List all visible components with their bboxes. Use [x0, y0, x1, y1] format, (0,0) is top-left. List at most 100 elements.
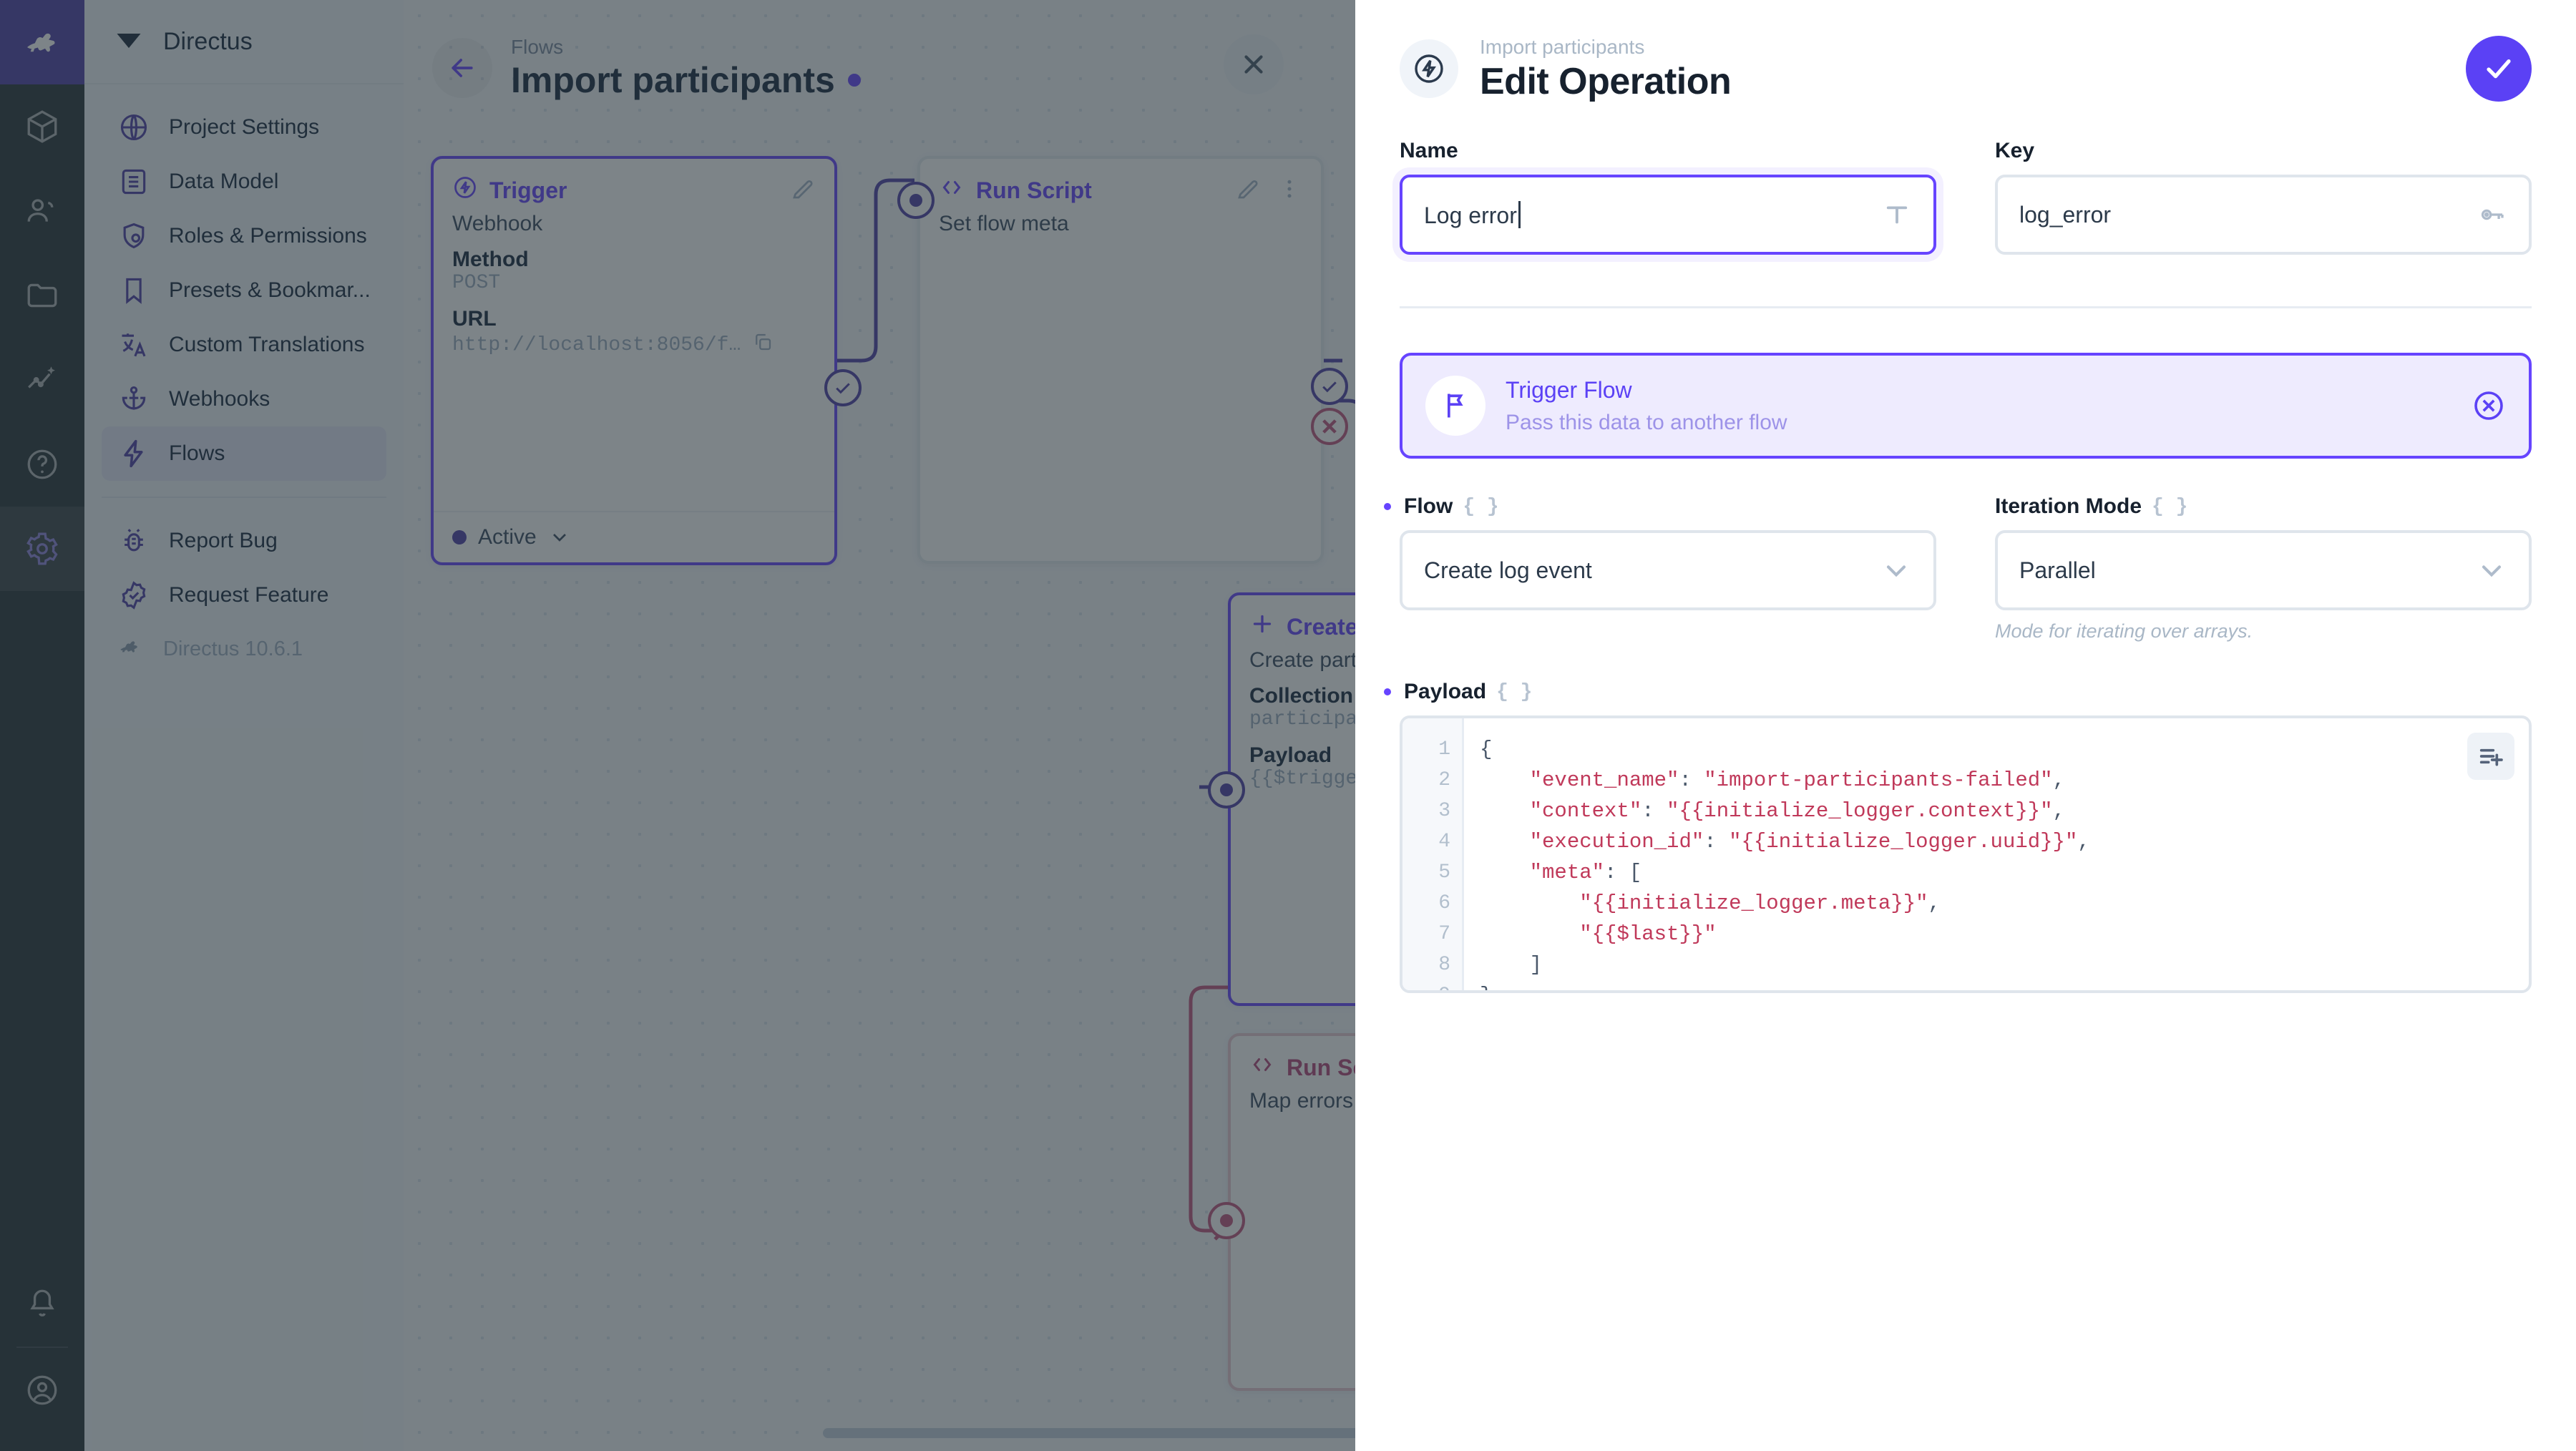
code-content[interactable]: { "event_name": "import-participants-fai…	[1464, 718, 2529, 990]
sidebar-item-flows[interactable]: Flows	[102, 426, 386, 481]
code-line-number: 2	[1438, 769, 1450, 792]
text-format-icon[interactable]	[1882, 200, 1912, 230]
required-indicator	[1384, 503, 1391, 511]
flow-field-group: Flow { } Create log event	[1384, 494, 1936, 643]
rail-item-settings[interactable]	[0, 507, 84, 591]
text-caret	[1518, 200, 1521, 228]
sidebar-item-presets-bookmarks[interactable]: Presets & Bookmar...	[102, 263, 386, 318]
name-field-group: Name Log error	[1400, 139, 1936, 255]
node-output-port-error[interactable]	[1311, 408, 1348, 445]
bug-report-icon	[117, 524, 150, 557]
flow-canvas[interactable]: Flows Import participants Trigg	[404, 0, 1355, 1451]
sidebar-item-label: Project Settings	[169, 115, 320, 139]
sidebar-item-roles-permissions[interactable]: Roles & Permissions	[102, 209, 386, 263]
name-input[interactable]: Log error	[1400, 175, 1936, 255]
sidebar-item-custom-translations[interactable]: Custom Translations	[102, 318, 386, 372]
node-type-text: Create Data	[1287, 613, 1355, 640]
save-button[interactable]	[2466, 36, 2532, 102]
braces-indicator: { }	[1496, 680, 1533, 703]
flow-node-trigger[interactable]: Trigger Webhook Method POST URL http://l…	[431, 156, 862, 565]
code-text: { "event_name": "import-participants-fai…	[1480, 738, 2090, 990]
bolt-circle-icon	[1400, 39, 1458, 99]
operation-type-title: Trigger Flow	[1506, 377, 1632, 404]
edit-pencil-icon[interactable]	[1235, 176, 1261, 205]
status-dot	[452, 530, 467, 544]
anchor-icon	[117, 383, 150, 416]
rail-item-content-box[interactable]	[0, 84, 84, 169]
rail-item-notifications-bell[interactable]	[0, 1262, 84, 1347]
brand-name: Directus	[163, 27, 253, 55]
rail-item-help[interactable]	[0, 422, 84, 507]
node-field-value: {{$trigger.bod…	[1249, 768, 1355, 790]
node-output-port-success[interactable]	[824, 369, 862, 406]
logo-rabbit-icon[interactable]	[0, 0, 84, 84]
iteration-mode-note: Mode for iterating over arrays.	[1995, 620, 2253, 643]
node-type-text: Run Script	[1287, 1054, 1355, 1080]
flow-node-map-errors[interactable]: Run Script Map errors	[1208, 1033, 1355, 1391]
node-input-port[interactable]	[1208, 1202, 1245, 1239]
copy-icon[interactable]	[752, 331, 774, 359]
node-type-label: Create Data	[1249, 611, 1355, 643]
rail-item-account-circle[interactable]	[0, 1348, 84, 1432]
canvas-horizontal-scrollbar[interactable]	[823, 1428, 1355, 1438]
sidebar-item-report-bug[interactable]: Report Bug	[102, 514, 386, 568]
node-field-key: URL	[452, 307, 497, 331]
rail-item-insights-chart[interactable]	[0, 338, 84, 422]
flag-icon	[1425, 376, 1485, 436]
sidebar-divider	[102, 497, 386, 498]
sidebar-item-label: Data Model	[169, 170, 279, 193]
code-line-number: 3	[1438, 800, 1450, 823]
close-panel-button[interactable]	[1224, 34, 1284, 94]
payload-code-editor[interactable]: 123456789 { "event_name": "import-partic…	[1400, 715, 2532, 994]
node-status[interactable]: Active	[434, 511, 834, 562]
public-globe-icon	[117, 111, 150, 144]
insert-snippet-icon[interactable]	[2467, 733, 2514, 781]
operation-type-banner[interactable]: Trigger Flow Pass this data to another f…	[1400, 353, 2532, 459]
node-field-value: POST	[452, 272, 501, 294]
node-type-text: Run Script	[976, 177, 1092, 203]
iteration-mode-value: Parallel	[2019, 557, 2096, 583]
rail-item-files-folder[interactable]	[0, 253, 84, 338]
more-options-icon[interactable]	[1277, 176, 1302, 205]
code-line-number: 9	[1402, 980, 1462, 990]
node-input-port[interactable]	[897, 182, 935, 219]
operation-type-subtitle: Pass this data to another flow	[1506, 410, 1787, 434]
node-output-port-success[interactable]	[1311, 368, 1348, 405]
module-sidebar: Directus Project Settings Data Model Rol…	[84, 0, 404, 1451]
key-input[interactable]: log_error	[1995, 175, 2532, 255]
braces-indicator: { }	[1463, 495, 1499, 518]
sidebar-secondary-list: Report Bug Request Feature	[84, 514, 404, 622]
breadcrumb[interactable]: Flows	[511, 36, 564, 58]
flow-select[interactable]: Create log event	[1400, 530, 1936, 611]
bolt-circle-icon	[452, 175, 478, 206]
node-type-label: Run Script	[939, 175, 1092, 206]
iteration-mode-select[interactable]: Parallel	[1995, 530, 2532, 611]
code-line-number: 7	[1438, 923, 1450, 946]
flow-node-run-script[interactable]: Run Script Set flow meta	[897, 156, 1348, 564]
drawer-body: Name Log error Key log_error	[1355, 139, 2576, 994]
sidebar-item-project-settings[interactable]: Project Settings	[102, 100, 386, 155]
sidebar-item-data-model[interactable]: Data Model	[102, 155, 386, 209]
brand-rabbit-icon	[117, 635, 147, 663]
drawer-breadcrumb: Import participants	[1480, 36, 1645, 58]
cancel-circle-icon[interactable]	[2472, 389, 2506, 423]
node-field-key: Collection	[1249, 684, 1354, 708]
flow-select-value: Create log event	[1424, 557, 1592, 583]
sidebar-item-label: Flows	[169, 441, 225, 465]
payload-label-text: Payload	[1404, 680, 1487, 704]
flow-node-create-data[interactable]: Create Data Create participant Collectio…	[1208, 592, 1355, 1006]
sidebar-item-webhooks[interactable]: Webhooks	[102, 372, 386, 426]
node-input-port[interactable]	[1208, 771, 1245, 808]
name-input-text: Log error	[1424, 202, 1517, 228]
app-version-label: Directus 10.6.1	[163, 637, 303, 660]
page-title-text: Import participants	[511, 60, 835, 100]
chevron-down-icon	[2476, 554, 2507, 586]
node-type-text: Trigger	[489, 177, 567, 203]
back-button[interactable]	[432, 37, 492, 98]
code-line-number: 8	[1438, 954, 1450, 977]
edit-pencil-icon[interactable]	[790, 176, 816, 205]
sidebar-item-request-feature[interactable]: Request Feature	[102, 568, 386, 622]
rail-item-users[interactable]	[0, 169, 84, 253]
drawer-title: Edit Operation	[1480, 61, 1732, 103]
node-field-key: Payload	[1249, 743, 1332, 767]
